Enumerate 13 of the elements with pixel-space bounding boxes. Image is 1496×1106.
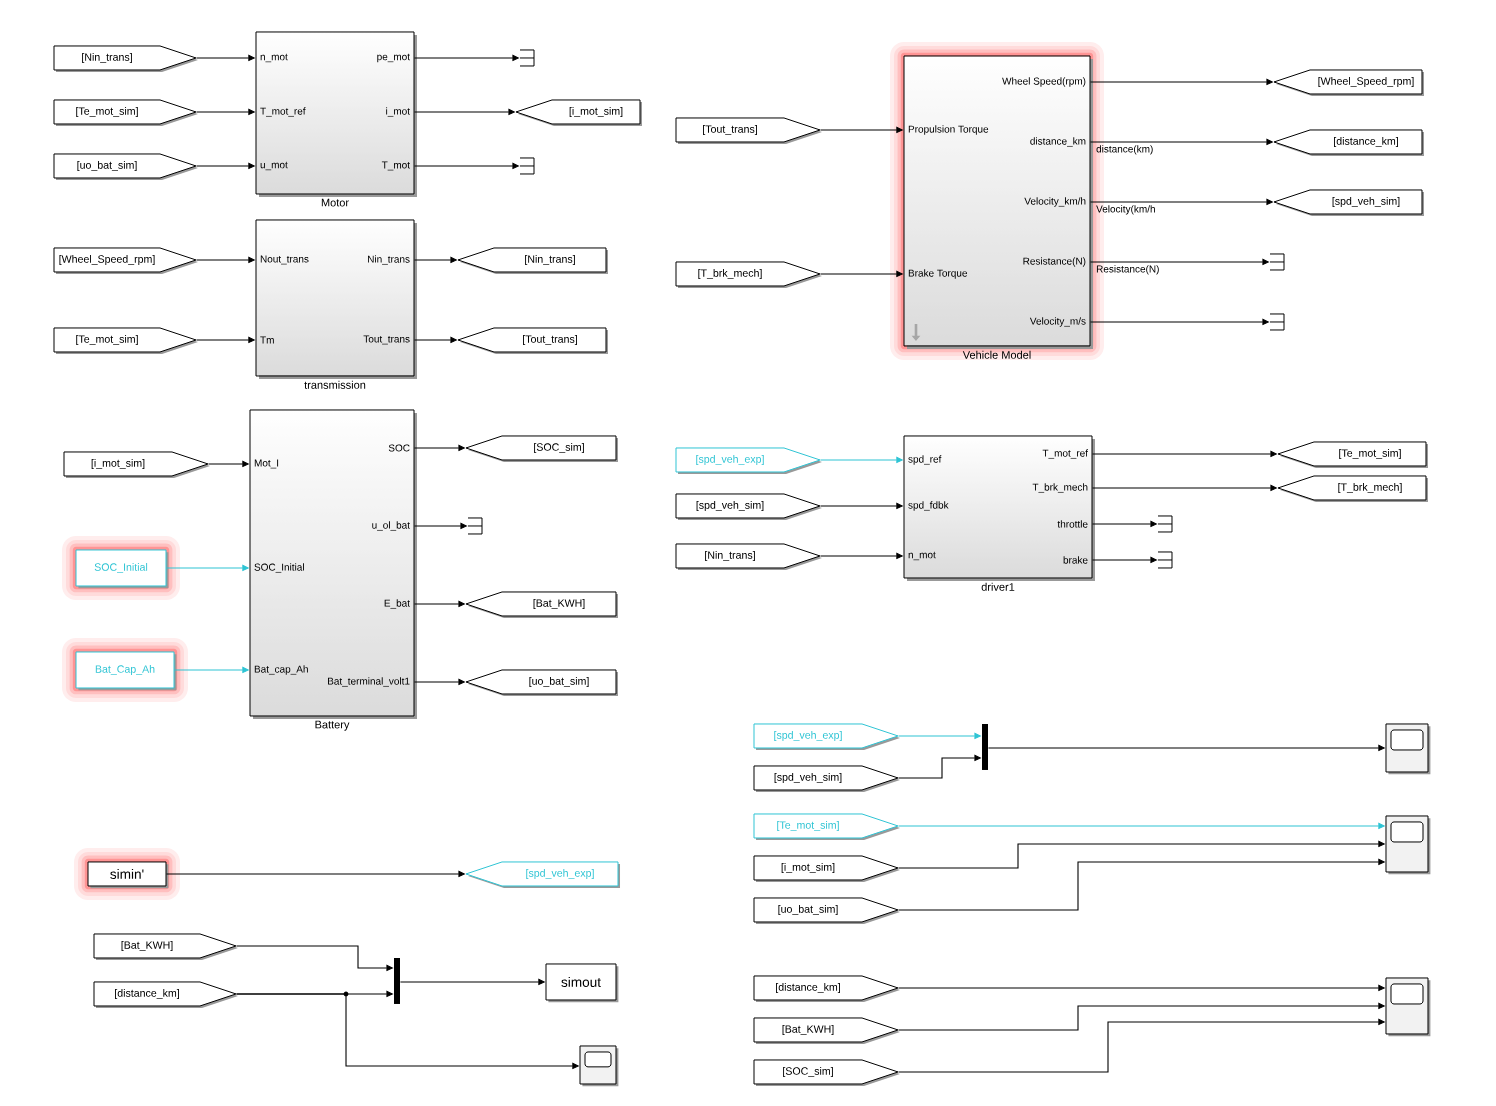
- terminator-symbol: [1269, 253, 1285, 271]
- mux-bar: [982, 723, 988, 770]
- terminator-symbol: [519, 157, 535, 175]
- terminator-symbol: [467, 517, 483, 535]
- scope-block: [1385, 815, 1431, 875]
- scope-block: [579, 1045, 619, 1087]
- terminator-symbol: [519, 49, 535, 67]
- terminator-symbol: [1269, 313, 1285, 331]
- scope-block: [1385, 977, 1431, 1037]
- terminator-symbol: [1157, 551, 1173, 569]
- mux-bar: [394, 957, 400, 1004]
- scope-block: [1385, 723, 1431, 775]
- terminator-symbol: [1157, 515, 1173, 533]
